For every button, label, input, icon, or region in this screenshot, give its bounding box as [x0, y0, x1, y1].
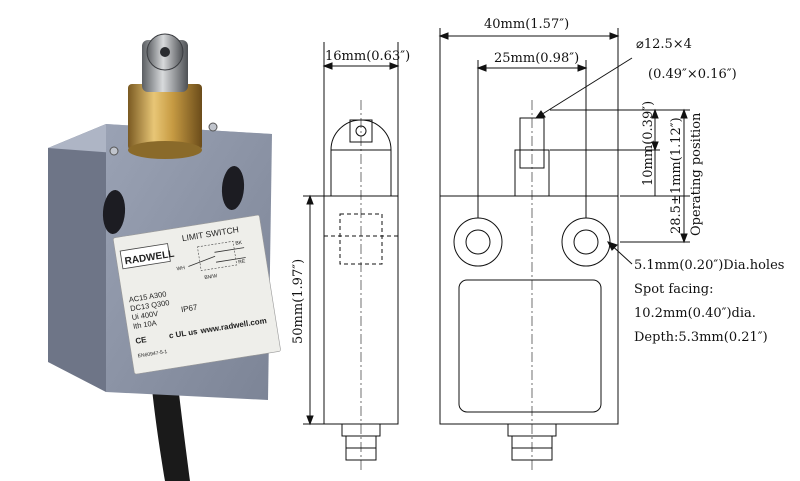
spot-facing-note: Spot facing: [634, 282, 714, 297]
screw-icon [208, 122, 218, 132]
side-view [303, 42, 399, 461]
wire-label: RE [238, 259, 246, 266]
front-view [439, 28, 690, 461]
travel-dimension: 10mm(0.39″) [641, 101, 656, 186]
depth-note: Depth:5.3mm(0.21″) [634, 330, 768, 345]
ce-mark: CE [135, 335, 148, 346]
roller-dimension: ⌀12.5×4 [636, 37, 692, 52]
roller-dimension-inch: (0.49″×0.16″) [648, 67, 737, 82]
wire-label: WH [176, 265, 186, 272]
rating-line: Ui 400V [131, 309, 159, 322]
height-dimension: 50mm(1.97″) [291, 259, 306, 344]
rating-line: Ith 10A [132, 318, 157, 331]
spot-diameter-note: 10.2mm(0.40″)dia. [634, 306, 756, 321]
wiring-diagram [197, 240, 238, 271]
hole-spacing-dimension: 25mm(0.98″) [494, 51, 579, 66]
wire-label: BN/W [204, 273, 218, 281]
operating-position-label: Operating position [689, 112, 704, 236]
brass-plunger [128, 84, 202, 150]
operating-dimension: 28.5±1mm(1.12″) [669, 117, 684, 234]
cable [150, 368, 190, 481]
limit-switch-photo: RADWELL LIMIT SWITCH BK WH RE BN/W AC15 … [48, 33, 281, 481]
ip-rating: IP67 [180, 303, 198, 315]
mounting-hole-left [102, 190, 126, 234]
standard-number: EN60947-5-1 [137, 349, 168, 360]
hole-note: 5.1mm(0.20″)Dia.holes [634, 258, 784, 273]
housing-side [48, 124, 106, 392]
mounting-hole-right [221, 166, 245, 210]
wire-label: BK [235, 240, 243, 247]
screw-icon [109, 146, 119, 156]
side-width-dimension: 16mm(0.63″) [325, 49, 410, 64]
overall-width-dimension: 40mm(1.57″) [484, 17, 569, 32]
product-label: RADWELL LIMIT SWITCH BK WH RE BN/W AC15 … [112, 214, 281, 375]
